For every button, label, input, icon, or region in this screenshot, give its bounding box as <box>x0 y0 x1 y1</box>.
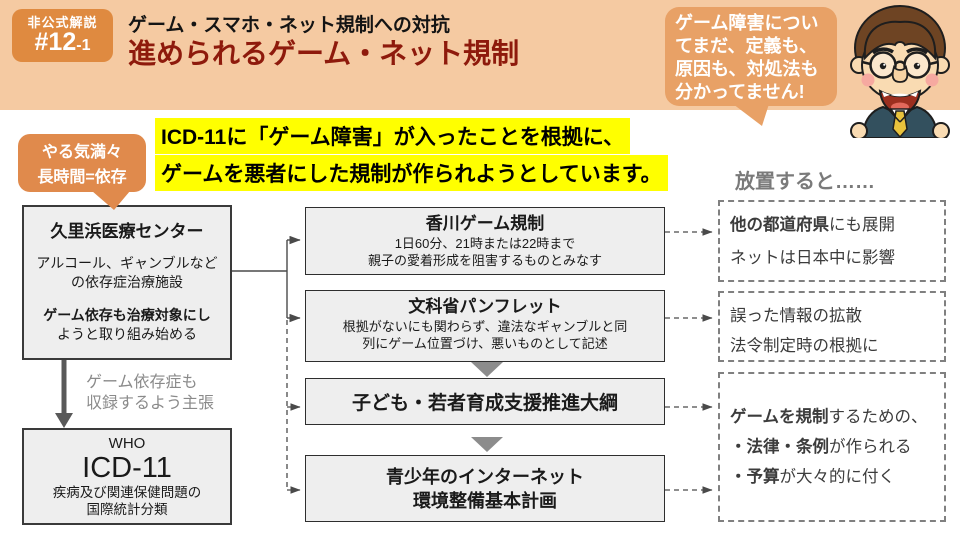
consequence-box-misinformation: 誤った情報の拡散 法令制定時の根拠に <box>718 291 946 362</box>
motivation-callout: やる気満々 長時間=依存 <box>18 134 146 210</box>
callout-line: やる気満々 <box>41 144 122 161</box>
flow-box-title: 香川ゲーム規制 <box>425 214 545 233</box>
consequence-box-spread: 他の都道府県にも展開 ネットは日本中に影響 <box>718 200 946 282</box>
who-org-label: WHO <box>108 435 146 452</box>
mascot-speech-bubble: ゲーム障害につい てまだ、定義も、 原因も、対処法も 分かってません! <box>665 7 837 126</box>
flow-box-title: 子ども・若者育成支援推進大綱 <box>351 393 618 414</box>
speech-line: 分かってません! <box>675 82 805 102</box>
mascot-character <box>842 2 958 140</box>
speech-line: ゲーム障害につい <box>675 13 819 33</box>
who-icd11-box: WHO ICD-11 疾病及び関連保健問題の 国際統計分類 <box>22 428 232 525</box>
hospital-title: 久里浜医療センター <box>50 222 204 241</box>
flow-box-title: 文科省パンフレット <box>408 297 562 316</box>
icd11-description: 疾病及び関連保健問題の 国際統計分類 <box>52 485 202 517</box>
badge-episode-number: #12-1 <box>34 28 91 56</box>
flow-arrow-icon <box>471 362 503 377</box>
speech-bubble-tail <box>733 104 769 126</box>
key-statement-line: ICD-11に「ゲーム障害」が入ったことを根拠に、 <box>155 118 631 154</box>
callout-line: 長時間=依存 <box>37 169 127 186</box>
speech-line: 原因も、対処法も <box>675 59 819 79</box>
consequences-heading: 放置すると…… <box>735 171 875 193</box>
series-subtitle: ゲーム・スマホ・ネット規制への対抗 <box>128 15 450 36</box>
mext-pamphlet-box: 文科省パンフレット 根拠がないにも関わらず、違法なギャンブルと同 列にゲーム位置… <box>305 290 665 362</box>
youth-support-outline-box: 子ども・若者育成支援推進大綱 <box>305 378 665 425</box>
flow-box-body: 根拠がないにも関わらず、違法なギャンブルと同 列にゲーム位置づけ、悪いものとして… <box>342 319 628 351</box>
hospital-initiative: ゲーム依存も治療対象にし ようと取り組み始める <box>43 307 211 342</box>
callout-tail <box>92 191 130 210</box>
speech-line: てまだ、定義も、 <box>675 36 818 56</box>
kagawa-regulation-box: 香川ゲーム規制 1日60分、21時または22時まで 親子の愛着形成を阻害するもの… <box>305 207 665 275</box>
flow-box-body: 1日60分、21時または22時まで 親子の愛着形成を阻害するものとみなす <box>367 236 602 268</box>
key-statement-line: ゲームを悪者にした規制が作られようとしています。 <box>155 155 668 191</box>
flow-box-title: 青少年のインターネット <box>386 466 584 487</box>
internet-environment-plan-box: 青少年のインターネット 環境整備基本計画 <box>305 455 665 522</box>
badge-series-label: 非公式解説 <box>27 15 98 30</box>
flow-box-title: 環境整備基本計画 <box>413 490 557 511</box>
who-arrow-label: ゲーム依存症も 収録するよう主張 <box>86 374 215 412</box>
kurihama-hospital-box: 久里浜医療センター アルコール、ギャンブルなど の依存症治療施設 ゲーム依存も治… <box>22 205 232 360</box>
icd11-label: ICD-11 <box>82 452 172 484</box>
page-title: 進められるゲーム・ネット規制 <box>128 38 520 69</box>
consequence-box-legislation: ゲームを規制するための、 ・法律・条例が作られる ・予算が大々的に付く <box>718 372 946 522</box>
flow-arrow-icon <box>471 437 503 452</box>
episode-badge: 非公式解説 #12-1 <box>12 9 113 62</box>
key-statement: ICD-11に「ゲーム障害」が入ったことを根拠に、 ゲームを悪者にした規制が作ら… <box>155 118 668 192</box>
hospital-description: アルコール、ギャンブルなど の依存症治療施設 <box>36 255 218 290</box>
